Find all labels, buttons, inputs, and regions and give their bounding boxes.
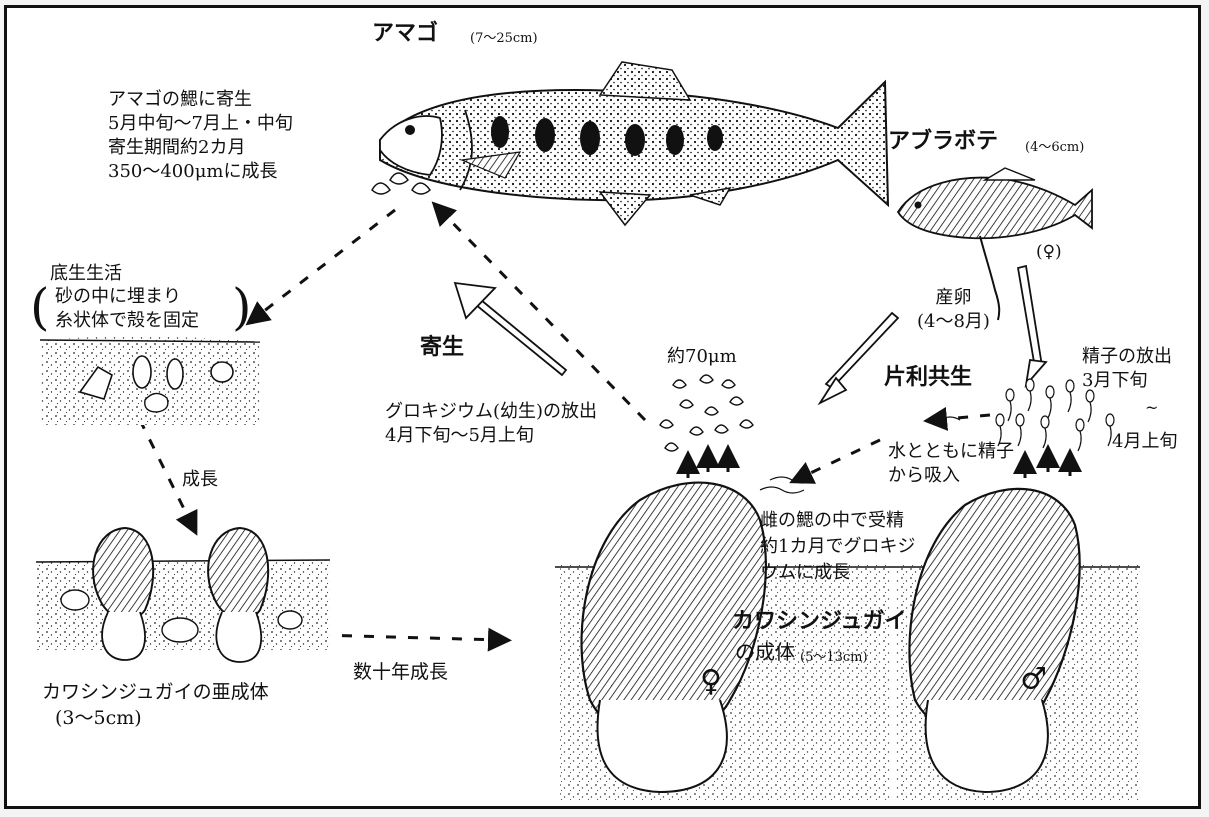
adult-name-2: の成体 bbox=[735, 640, 795, 664]
amago-fish-drawing bbox=[379, 61, 890, 227]
aburabote-size: (4～6cm) bbox=[1025, 140, 1085, 155]
decades-growth: 数十年成長 bbox=[353, 661, 449, 683]
adult-size: (5～13cm) bbox=[800, 650, 868, 665]
sperm-release-tilde: ~ bbox=[1145, 398, 1159, 417]
adult-name: カワシンジュガイ bbox=[732, 609, 907, 634]
attached-glochidia bbox=[371, 172, 432, 195]
male-symbol: ♂ bbox=[1020, 662, 1047, 697]
juvenile-size: (3～5cm) bbox=[55, 707, 142, 729]
benthic-title: 底生生活 bbox=[50, 263, 122, 284]
glochidia-release: グロキジウム(幼生)の放出 4月下旬～5月上旬 bbox=[385, 401, 598, 446]
aburabote-sex: (♀) bbox=[1036, 242, 1062, 262]
benthic-paren-close: ) bbox=[232, 278, 252, 336]
adult-female-mussel bbox=[555, 481, 895, 800]
release-arrows bbox=[676, 444, 1082, 478]
aburabote-fish-drawing bbox=[896, 167, 1093, 321]
benthic-detail: 砂の中に埋まり 糸状体で殻を固定 bbox=[55, 286, 199, 331]
sperm-cells bbox=[759, 378, 1115, 494]
commensalism-label: 片利共生 bbox=[884, 365, 973, 390]
fertilization-note: 雌の鰓の中で受精 約1カ月でグロキジ ウムに成長 bbox=[760, 510, 916, 583]
parasitism-label: 寄生 bbox=[420, 335, 465, 360]
sperm-release-end: 4月上旬 bbox=[1112, 431, 1178, 452]
juvenile-name: カワシンジュガイの亜成体 bbox=[42, 681, 269, 703]
sperm-release: 精子の放出 3月下旬 bbox=[1082, 346, 1172, 391]
juvenile-sand bbox=[35, 526, 331, 663]
adult-male-mussel bbox=[895, 487, 1140, 800]
benthic-sand bbox=[39, 336, 261, 425]
sperm-intake: 水とともに精子 から吸入 bbox=[888, 441, 1014, 486]
spawning-label: 産卵 (4～8月) bbox=[917, 287, 990, 332]
female-symbol: ♀ bbox=[700, 664, 722, 699]
growth-label: 成長 bbox=[182, 469, 218, 490]
benthic-paren-open: ( bbox=[30, 278, 50, 336]
amago-name: アマゴ bbox=[372, 21, 439, 46]
released-glochidia bbox=[659, 374, 754, 452]
aburabote-name: アブラボテ bbox=[888, 129, 999, 154]
parasitism-note: アマゴの鰓に寄生 5月中旬～7月上・中旬 寄生期間約2カ月 350～400μmに… bbox=[108, 89, 293, 182]
hollow-arrows bbox=[453, 264, 1048, 406]
glochidia-size: 約70μm bbox=[667, 346, 737, 367]
amago-size: (7～25cm) bbox=[470, 31, 538, 46]
